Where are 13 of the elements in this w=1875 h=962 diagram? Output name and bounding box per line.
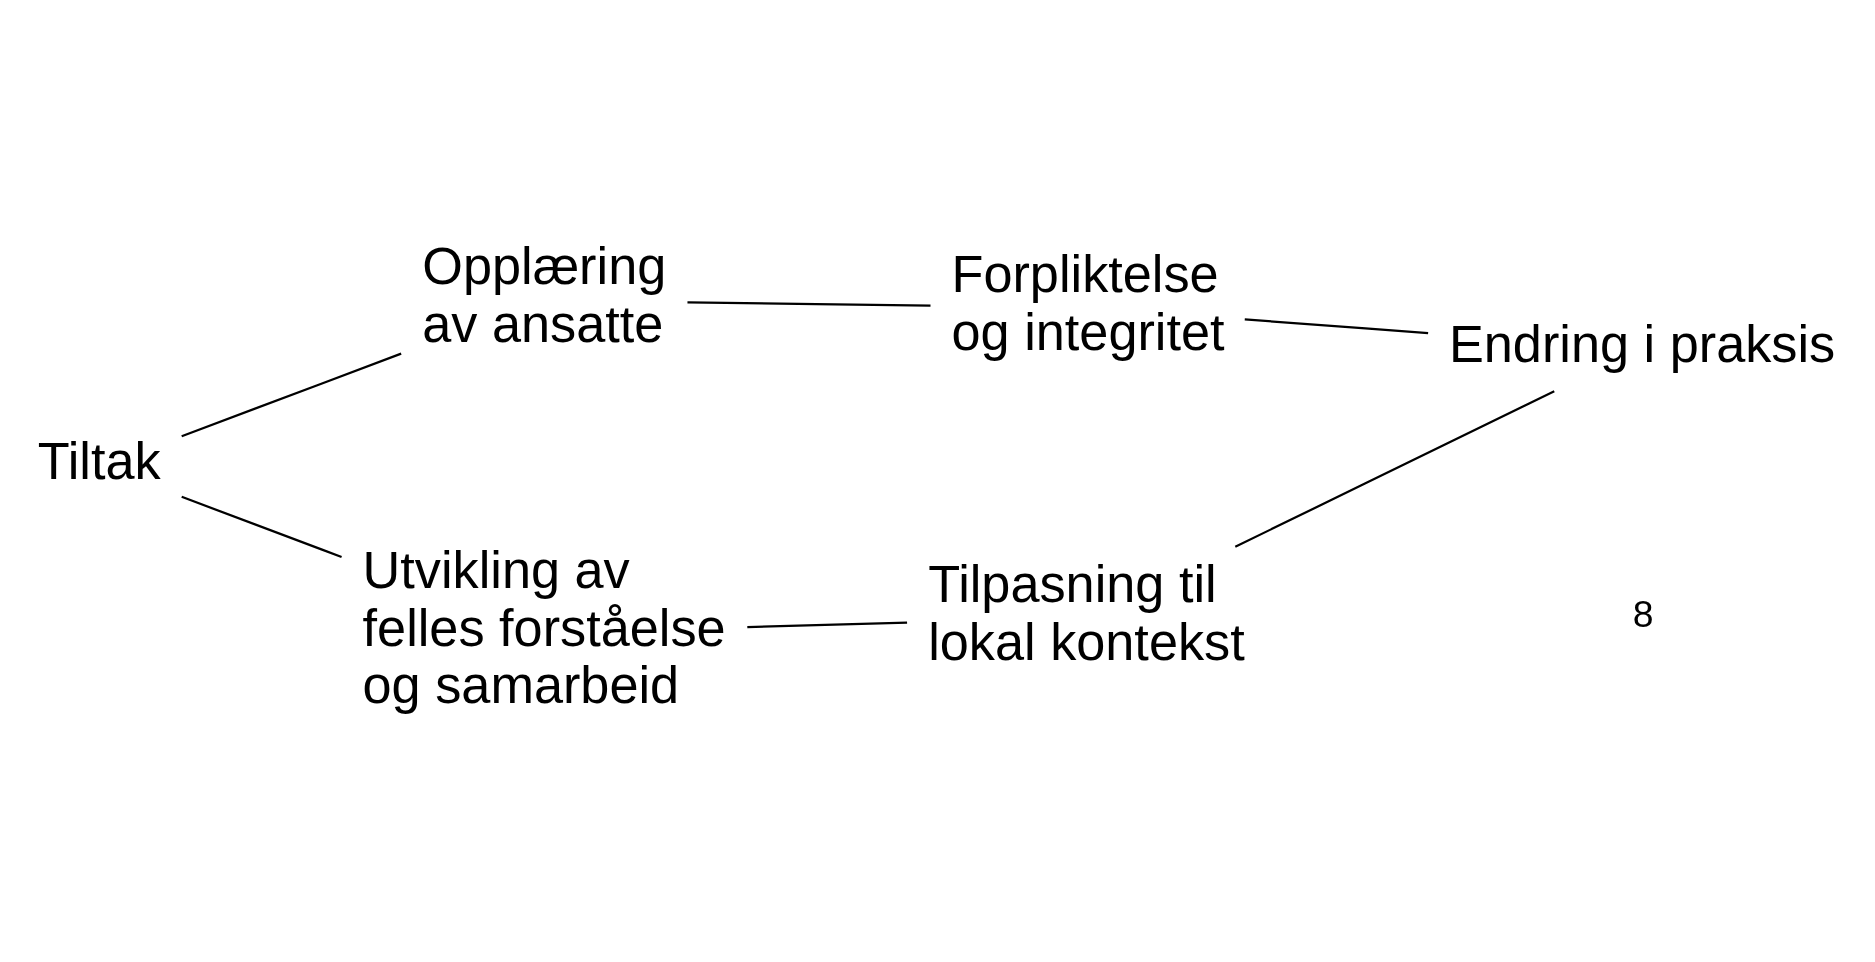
node-text: Utvikling av felles forståelse og samarbeid <box>362 540 726 715</box>
label: 8 <box>1632 593 1654 636</box>
connector <box>1234 390 1555 548</box>
node-text: Opplæring av ansatte <box>422 237 667 354</box>
node-text: Forpliktelse og integritet <box>951 244 1225 361</box>
node-text: Endring i praksis <box>1448 314 1836 373</box>
node-text: Tiltak <box>37 432 161 491</box>
node-text: Tilpasning til lokal kontekst <box>928 554 1245 671</box>
connector <box>1244 318 1429 335</box>
connector <box>181 495 342 558</box>
connector <box>687 301 931 307</box>
connector <box>181 352 402 438</box>
connector <box>747 621 908 629</box>
